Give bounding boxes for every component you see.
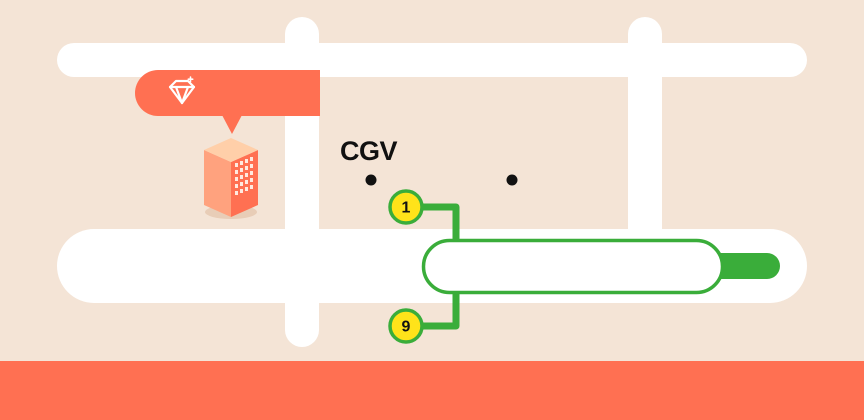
bottom-footer-band (0, 361, 864, 420)
exit-9-number: 9 (402, 319, 411, 336)
exit-badge-9[interactable]: 9 (388, 308, 424, 344)
diamond-icon (168, 76, 196, 105)
location-marker[interactable] (135, 70, 320, 134)
exit-9-connector (410, 290, 460, 330)
building-icon (204, 138, 258, 219)
building-windows (235, 157, 253, 195)
station-platform (421, 238, 725, 295)
subway-station (410, 203, 780, 330)
exit-1-number: 1 (402, 200, 411, 217)
landmark-dot-left (365, 174, 377, 186)
exit-badge-1[interactable]: 1 (388, 189, 424, 225)
landmark-dot-right (506, 174, 518, 186)
exit-1-connector (410, 203, 460, 244)
landmark-label-cgv: CGV (340, 136, 398, 166)
